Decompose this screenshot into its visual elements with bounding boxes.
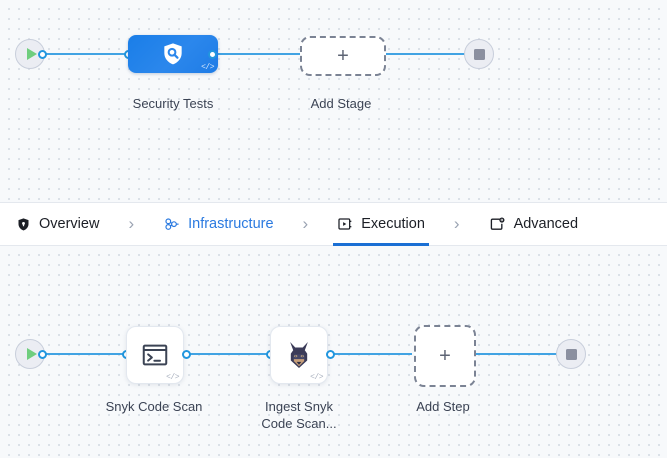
tab-separator-2: › [302,214,309,233]
infrastructure-icon [163,216,180,233]
edge-addstep-to-end [472,353,560,355]
step-start-output-port[interactable] [38,349,47,359]
step2-output-port[interactable] [326,349,335,359]
stage-code-badge[interactable]: </> [201,63,214,72]
advanced-gear-icon [489,216,506,233]
stop-icon [565,348,577,360]
terminal-icon [142,344,168,366]
shield-search-icon [164,43,182,65]
edge-stage-to-addstage [212,53,302,55]
step2-caption: Ingest Snyk Code Scan... [261,399,337,431]
tab-infrastructure-label: Infrastructure [188,216,274,232]
tab-execution-label: Execution [361,216,425,232]
play-icon [26,48,37,60]
stop-icon [473,48,485,60]
edge-start-to-step1 [42,353,126,355]
edge-step2-to-addstep [330,353,412,355]
stage-output-port[interactable] [208,49,217,59]
tab-infrastructure[interactable]: Infrastructure [159,203,277,245]
stage-canvas[interactable]: </> Security Tests + Add Stage [0,0,667,202]
tab-overview-label: Overview [39,216,100,232]
pipeline-section-tabs[interactable]: Overview › Infrastructure › [0,202,667,246]
add-step-button[interactable]: + [414,325,476,387]
add-stage-caption: Add Stage [310,96,372,111]
plus-icon: + [337,45,349,67]
step1-output-port[interactable] [182,349,191,359]
step-end-node[interactable] [556,339,586,369]
edge-start-to-stage [42,53,128,55]
step1-code-badge[interactable]: </> [166,373,179,382]
play-icon [26,348,37,360]
stage-caption: Security Tests [132,96,214,111]
add-step-caption: Add Step [416,399,470,414]
stage-node-security-tests[interactable]: </> [128,35,218,73]
tab-overview[interactable]: Overview [12,203,103,245]
tab-advanced-label: Advanced [513,216,579,232]
tab-execution[interactable]: Execution [333,203,429,246]
plus-icon: + [439,345,451,367]
pipeline-end-node[interactable] [464,39,494,69]
tab-separator-1: › [128,214,135,233]
step1-caption: Snyk Code Scan [105,399,203,414]
step-node-snyk-code-scan[interactable]: </> [126,326,184,384]
tab-separator-3: › [453,214,460,233]
snyk-dog-icon [290,342,308,368]
add-stage-button[interactable]: + [300,36,386,76]
step-canvas[interactable]: </> Snyk Code Scan </> Ingest Snyk Code … [0,246,667,458]
tab-advanced[interactable]: Advanced [485,203,583,245]
shield-icon [16,217,31,232]
edge-step1-to-step2 [186,353,270,355]
step2-code-badge[interactable]: </> [310,373,323,382]
start-output-port[interactable] [38,49,47,59]
step-node-ingest-snyk-code-scan[interactable]: </> [270,326,328,384]
execution-play-icon [337,216,353,232]
edge-addstage-to-end [382,53,470,55]
